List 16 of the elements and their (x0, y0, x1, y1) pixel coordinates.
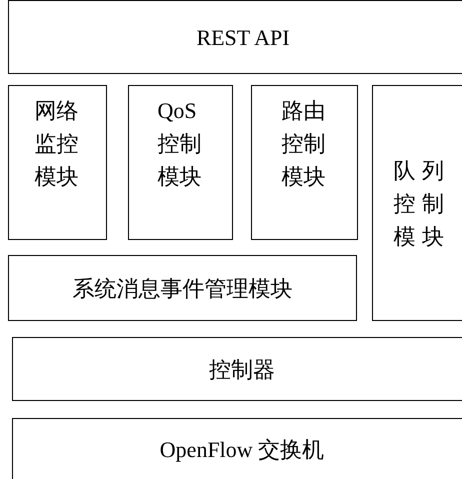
module-box (372, 85, 462, 321)
module-label: 路由控制模块 (282, 97, 326, 191)
layer-box (12, 418, 462, 479)
module-label: 队列控制模块 (392, 156, 452, 250)
module-label: 网络监控模块 (34, 97, 80, 191)
module-box (8, 85, 107, 240)
module-label: QoS控制模块 (158, 97, 202, 191)
module-label: OpenFlow 交换机 (160, 436, 324, 464)
module-box (128, 85, 233, 240)
module-box (251, 85, 358, 240)
module-label: 控制器 (209, 356, 275, 384)
layer-box (8, 0, 462, 74)
layer-box (12, 337, 462, 401)
module-label: 系统消息事件管理模块 (72, 274, 292, 302)
module-label: REST API (196, 24, 290, 52)
layer-box (8, 255, 357, 321)
